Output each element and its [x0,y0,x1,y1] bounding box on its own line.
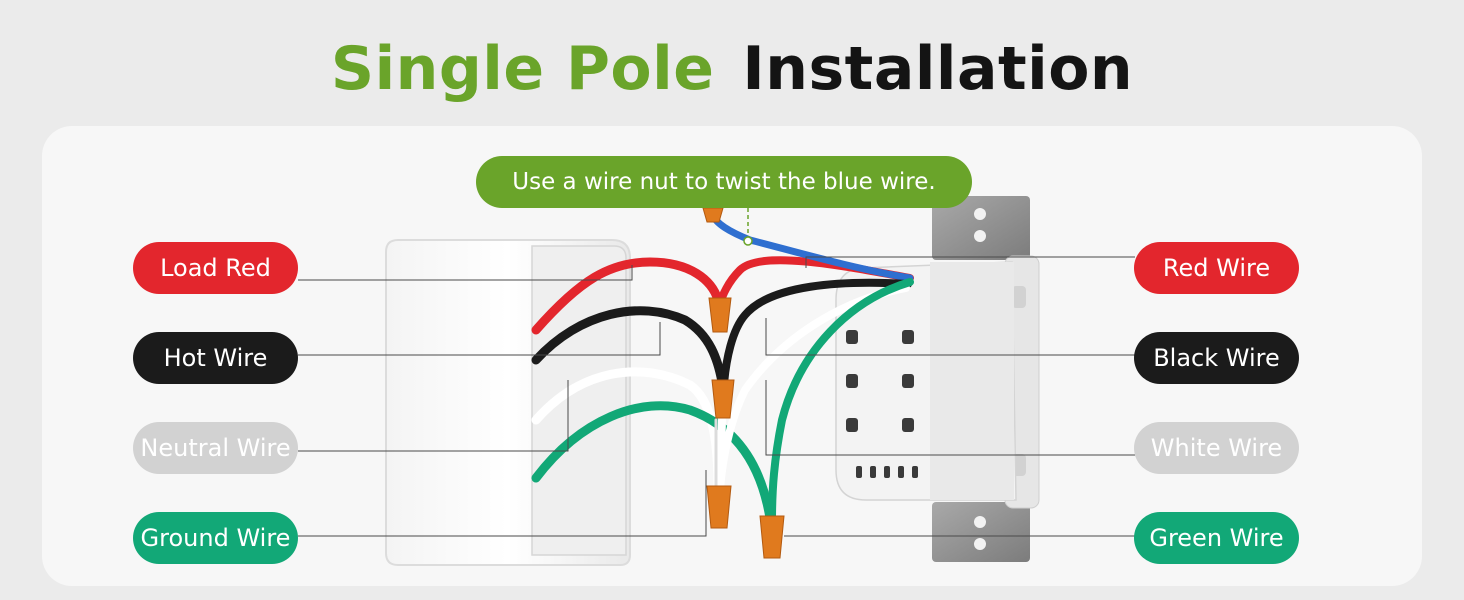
wire-nuts [702,207,785,559]
wire-nut-black [711,379,735,419]
label-load-red: Load Red [133,242,298,294]
hot-black-wire [531,306,727,387]
label-neutral-wire: Neutral Wire [133,422,298,474]
wire-nut-red [708,297,732,333]
wire-nut-green [759,515,785,559]
wires [531,210,914,524]
wire-nut-blue [702,207,724,223]
switch-black-wire [720,278,912,388]
label-black-wire: Black Wire [1134,332,1299,384]
tip-callout: Use a wire nut to twist the blue wire. [476,156,972,208]
switch-bottom-plate [932,502,1030,562]
label-hot-wire: Hot Wire [133,332,298,384]
smart-switch-body [835,255,1040,509]
electrical-box [385,239,631,566]
switch-blue-wire [708,210,914,282]
wire-nut-white [706,485,732,529]
switch-green-wire [768,278,914,524]
label-ground-wire: Ground Wire [133,512,298,564]
load-red-wire [531,257,723,335]
label-red-wire: Red Wire [1134,242,1299,294]
ground-green-wire [531,401,775,523]
title-single-pole: Single Pole [330,34,715,104]
leader-lines [298,208,1135,537]
switch-top-plate [932,196,1030,260]
label-white-wire: White Wire [1134,422,1299,474]
title-installation: Installation [742,34,1134,104]
page-title: Single Pole Installation [0,34,1464,104]
label-green-wire: Green Wire [1134,512,1299,564]
